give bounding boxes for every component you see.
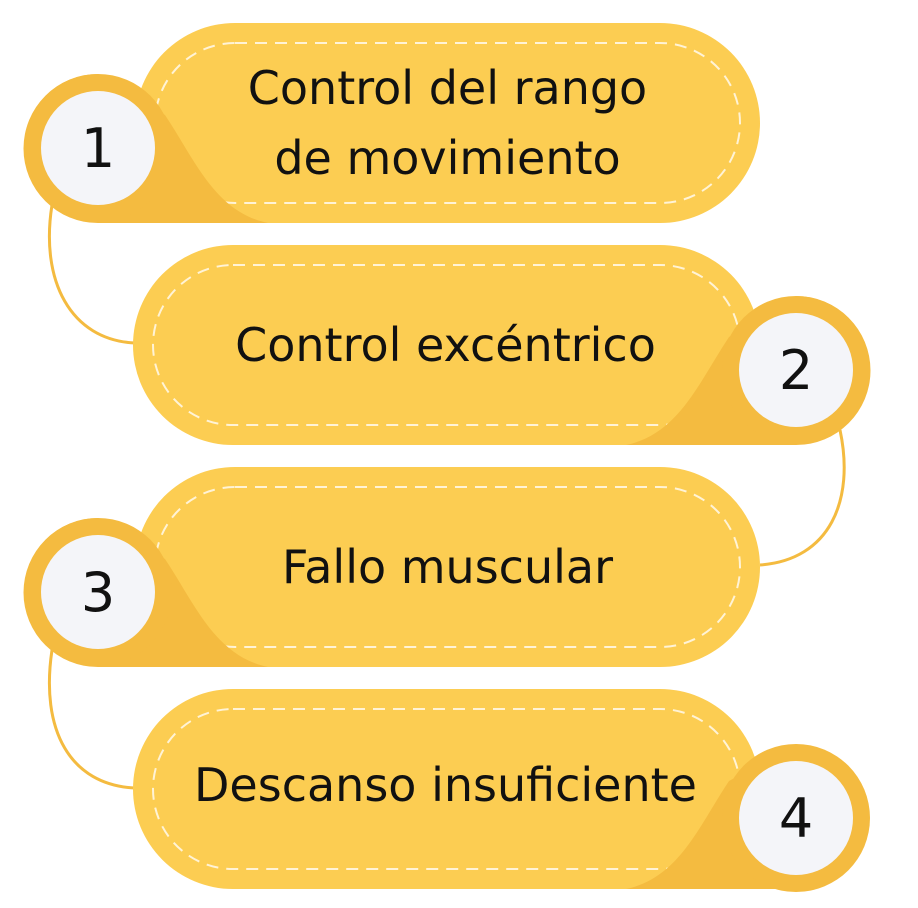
- connector-1-2: [47, 204, 136, 345]
- step-3-shape: [23, 467, 760, 667]
- step-2-shape: [133, 245, 871, 445]
- step-4-number: 4: [778, 786, 814, 850]
- step-1-label: Control del rango de movimiento: [135, 23, 760, 223]
- step-2-label: Control excéntrico: [235, 318, 656, 372]
- step-4-shape: [133, 689, 870, 892]
- step-3-number: 3: [80, 560, 116, 624]
- step-3-label: Fallo muscular: [281, 540, 613, 594]
- step-1-label-line-1: Control del rango: [247, 61, 648, 115]
- connector-2-3: [759, 429, 846, 567]
- step-2-number: 2: [778, 338, 814, 402]
- step-4-label: Descanso insuficiente: [194, 758, 697, 812]
- step-1-label-line-2: de movimiento: [274, 131, 621, 185]
- step-1-shape: [23, 23, 760, 223]
- connector-3-4: [47, 649, 136, 790]
- step-1-number: 1: [80, 116, 116, 180]
